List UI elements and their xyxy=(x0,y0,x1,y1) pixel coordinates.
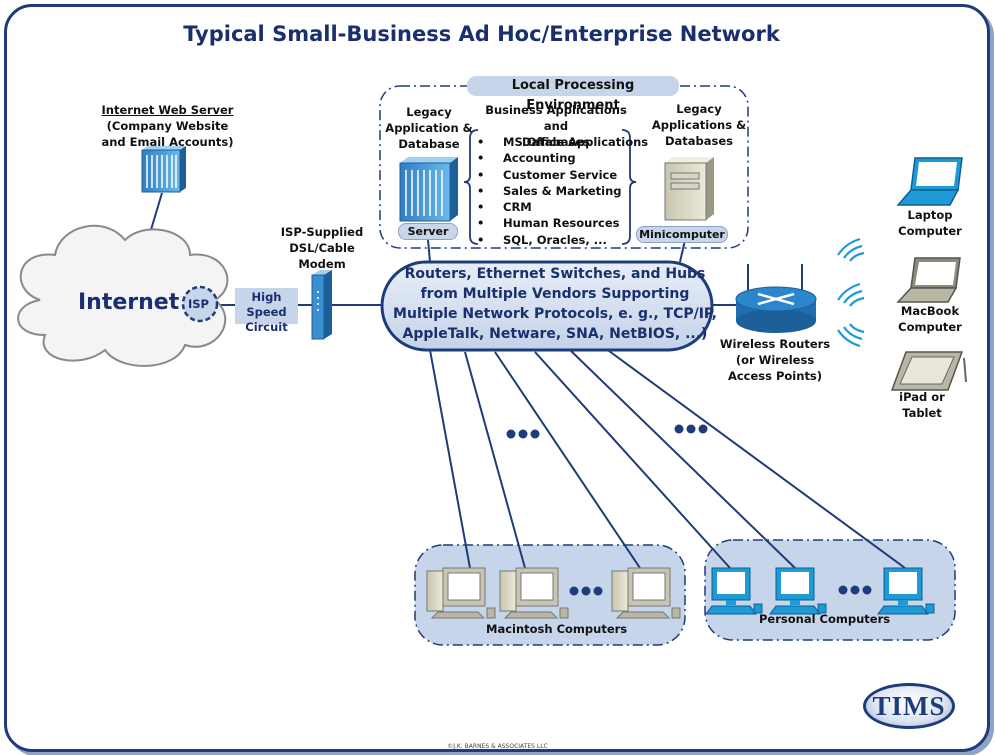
isp-circle xyxy=(181,285,219,323)
high-speed-circuit: High Speed Circuit xyxy=(235,288,298,334)
pc-computer-3 xyxy=(877,567,935,615)
modem-label: ISP-Supplied DSL/Cable Modem xyxy=(278,224,366,272)
business-heading-line-1: Business Applications and xyxy=(485,103,627,133)
legacy-right-label: Legacy Applications & Databases xyxy=(650,101,748,149)
wireless-router-icon xyxy=(735,264,817,333)
hub-line-1: Routers, Ethernet Switches, and Hubs xyxy=(404,266,706,282)
pc-computer-2 xyxy=(769,567,827,615)
web-server-subtitle-1: (Company Website xyxy=(106,119,229,133)
minicomputer-icon xyxy=(664,157,714,221)
wireless-router-line-2: (or Wireless xyxy=(735,353,815,367)
laptop-icon xyxy=(896,157,963,206)
hub-line-4: AppleTalk, Netware, SNA, NetBIOS, ...) xyxy=(402,326,708,342)
ipad-label: iPad or Tablet xyxy=(886,389,958,421)
web-server-heading: Internet Web Server xyxy=(101,103,234,117)
connection-lines xyxy=(146,192,906,569)
hub-description: Routers, Ethernet Switches, and Hubs fro… xyxy=(392,264,718,344)
macbook-line-1: MacBook xyxy=(900,304,960,318)
wireless-router-line-3: Access Points) xyxy=(727,369,823,383)
modem-line-1: ISP-Supplied xyxy=(280,225,364,239)
tims-logo: TIMS xyxy=(863,683,955,729)
wireless-router-label: Wireless Routers (or Wireless Access Poi… xyxy=(718,336,832,384)
ipad-icon xyxy=(890,351,967,391)
web-server-icon xyxy=(141,146,186,193)
laptop-line-2: Computer xyxy=(898,224,962,238)
macintosh-group-label: Macintosh Computers xyxy=(486,622,628,636)
business-apps-list: MS Office Applications Accounting Custom… xyxy=(475,134,648,248)
legacy-left-line-3: Database xyxy=(398,137,460,151)
list-item: SQL, Oracles, ... xyxy=(475,232,648,248)
local-environment-title: Local Processing Environment xyxy=(467,76,679,113)
wireless-router-line-1: Wireless Routers xyxy=(719,337,831,351)
list-item: Customer Service xyxy=(475,167,648,183)
isp-label: ISP xyxy=(188,297,209,311)
modem-line-3: Modem xyxy=(298,257,346,271)
mac-computer-1 xyxy=(426,567,496,619)
ipad-line-2: Tablet xyxy=(902,406,942,420)
macbook-label: MacBook Computer xyxy=(894,303,966,335)
circuit-line-2: Circuit xyxy=(245,320,288,334)
macbook-icon xyxy=(896,257,961,303)
tims-logo-text: TIMS xyxy=(872,691,946,721)
macbook-line-2: Computer xyxy=(898,320,962,334)
pc-group-box xyxy=(704,539,956,641)
list-item: Human Resources xyxy=(475,215,648,231)
minicomputer-tag: Minicomputer xyxy=(636,226,728,243)
web-server-label: Internet Web Server (Company Website and… xyxy=(100,102,235,150)
pc-group-label: Personal Computers xyxy=(759,612,891,626)
circuit-line-1: High Speed xyxy=(246,290,287,319)
pc-computer-1 xyxy=(705,567,763,615)
list-item: CRM xyxy=(475,199,648,215)
left-brace xyxy=(463,129,479,245)
legacy-server-icon xyxy=(399,157,458,222)
ellipsis-dots xyxy=(506,424,872,596)
legacy-right-line-2: Applications & xyxy=(651,118,747,132)
hub-line-3: Multiple Network Protocols, e. g., TCP/I… xyxy=(393,306,717,322)
legacy-right-line-3: Databases xyxy=(664,134,734,148)
modem-icon xyxy=(311,270,332,340)
list-item: MS Office Applications xyxy=(475,134,648,150)
legacy-left-label: Legacy Application & Database xyxy=(384,104,474,152)
legacy-right-line-1: Legacy xyxy=(676,102,722,116)
list-item: Sales & Marketing xyxy=(475,183,648,199)
server-tag: Server xyxy=(398,223,458,240)
hub-container xyxy=(380,260,714,352)
legacy-left-line-2: Application & xyxy=(385,121,473,135)
ipad-line-1: iPad or xyxy=(899,390,945,404)
laptop-label: Laptop Computer xyxy=(894,207,966,239)
diagram-title: Typical Small-Business Ad Hoc/Enterprise… xyxy=(183,22,780,46)
legacy-left-line-1: Legacy xyxy=(406,105,452,119)
mac-computer-2 xyxy=(499,567,569,619)
internet-label: Internet xyxy=(78,290,180,315)
hub-line-2: from Multiple Vendors Supporting xyxy=(420,286,690,302)
laptop-line-1: Laptop xyxy=(907,208,953,222)
modem-line-2: DSL/Cable xyxy=(289,241,355,255)
copyright-notice: ©J.K. BARNES & ASSOCIATES LLC xyxy=(447,743,548,750)
web-server-subtitle-2: and Email Accounts) xyxy=(101,135,234,149)
mac-computer-3 xyxy=(611,567,681,619)
wireless-signal-icons xyxy=(837,237,865,348)
list-item: Accounting xyxy=(475,150,648,166)
